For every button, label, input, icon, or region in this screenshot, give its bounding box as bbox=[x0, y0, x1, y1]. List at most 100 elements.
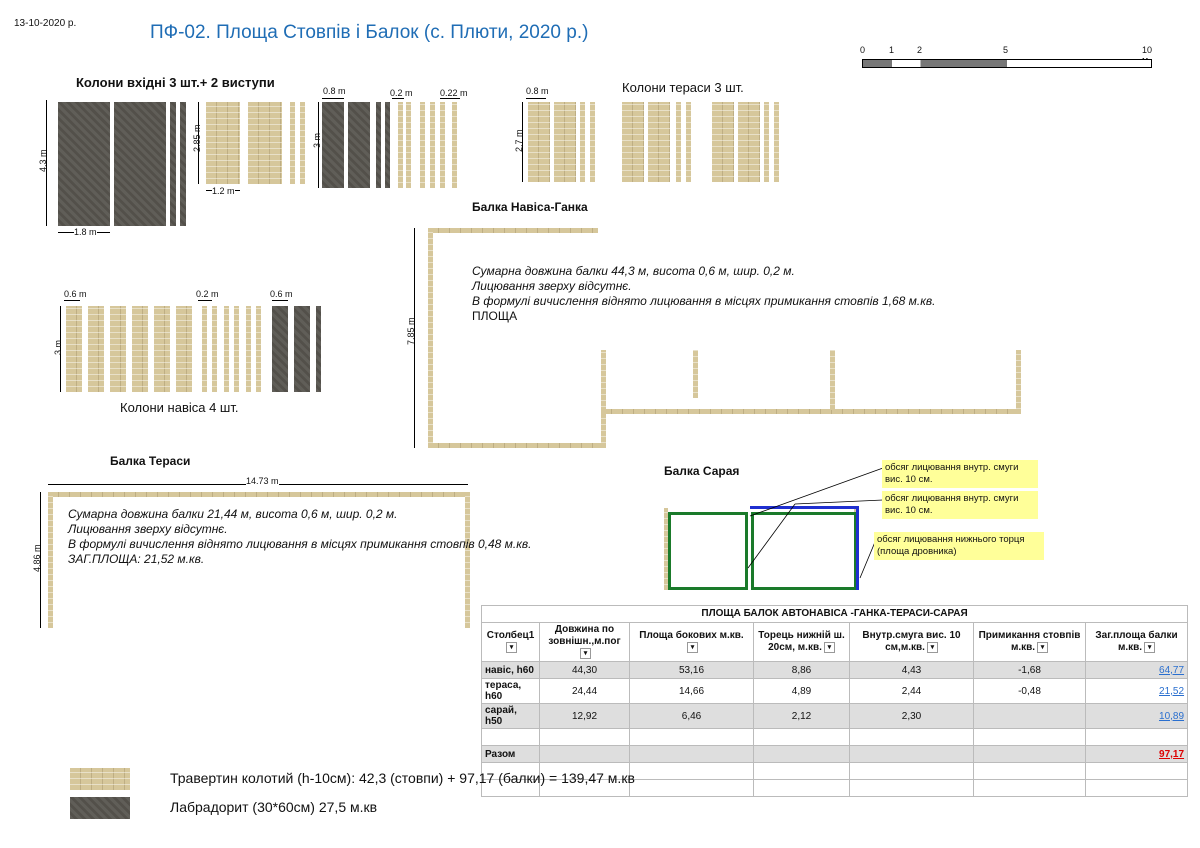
filter-dropdown-icon[interactable]: ▾ bbox=[926, 642, 938, 653]
table-cell[interactable]: 4,89 bbox=[753, 678, 850, 705]
table-cell[interactable]: 44,30 bbox=[539, 661, 630, 680]
travertine-column bbox=[246, 306, 251, 392]
callout-inner-strip-2: обсяг лицювання внутр. смуги вис. 10 см. bbox=[882, 491, 1038, 519]
table-cell[interactable] bbox=[753, 728, 850, 747]
dim-14.73: 14.73 m bbox=[246, 476, 279, 486]
table-cell[interactable] bbox=[539, 728, 630, 747]
col-header[interactable]: Площа бокових м.кв.▾ bbox=[629, 621, 754, 663]
table-cell[interactable]: 2,12 bbox=[753, 703, 850, 730]
labradorite-column bbox=[316, 306, 321, 392]
filter-dropdown-icon[interactable]: ▾ bbox=[823, 642, 835, 653]
travertine-column bbox=[528, 102, 550, 182]
table-cell[interactable] bbox=[539, 745, 630, 764]
table-cell[interactable] bbox=[753, 779, 850, 798]
table-cell[interactable]: 6,46 bbox=[629, 703, 754, 730]
table-cell[interactable] bbox=[973, 779, 1086, 798]
dim-3b: 3 m bbox=[53, 339, 63, 355]
table-cell[interactable] bbox=[629, 745, 754, 764]
travertine-column bbox=[110, 306, 126, 392]
terrace-beam-top bbox=[48, 492, 470, 497]
table-cell[interactable] bbox=[629, 728, 754, 747]
scale-tick-1: 1 bbox=[889, 45, 895, 55]
table-cell[interactable] bbox=[629, 779, 754, 798]
table-cell-link[interactable]: 10,89 bbox=[1084, 703, 1189, 730]
dim-4.3: 4.3 m bbox=[38, 149, 48, 172]
travertine-column bbox=[764, 102, 769, 182]
filter-dropdown-icon[interactable]: ▾ bbox=[687, 642, 698, 653]
table-cell[interactable] bbox=[973, 703, 1086, 730]
canopy-beam-title: Балка Навіса-Ганка bbox=[472, 200, 588, 214]
dim-7.85: 7.85 m bbox=[406, 317, 416, 345]
table-cell[interactable]: тераса, h60 bbox=[481, 678, 540, 705]
table-cell[interactable] bbox=[481, 728, 540, 747]
shed-inner-strip-right bbox=[751, 512, 857, 590]
table-row: сарай, h50 12,92 6,46 2,12 2,30 10,89 bbox=[481, 703, 1189, 730]
travertine-column bbox=[580, 102, 585, 182]
travertine-column bbox=[66, 306, 82, 392]
table-cell[interactable] bbox=[629, 762, 754, 781]
table-cell[interactable] bbox=[849, 762, 974, 781]
col-header[interactable]: Торець нижній ш. 20см, м.кв.▾ bbox=[753, 621, 850, 663]
labradorite-legend: Лабрадорит (30*60см) 27,5 м.кв bbox=[170, 799, 378, 815]
filter-dropdown-icon[interactable]: ▾ bbox=[1037, 642, 1049, 653]
travertine-column bbox=[224, 306, 229, 392]
table-cell[interactable] bbox=[753, 762, 850, 781]
travertine-column bbox=[406, 102, 411, 188]
terrace-beam-title: Балка Тераси bbox=[110, 454, 191, 468]
table-cell-link[interactable]: 21,52 bbox=[1084, 678, 1189, 705]
table-cell[interactable]: 2,44 bbox=[849, 678, 974, 705]
table-cell[interactable]: навіс, h60 bbox=[481, 661, 540, 680]
table-cell[interactable] bbox=[849, 728, 974, 747]
dim-0.6: 0.6 m bbox=[64, 289, 87, 299]
table-cell[interactable]: сарай, h50 bbox=[481, 703, 540, 730]
canopy-beam-stub bbox=[830, 350, 835, 410]
col-header-label: Столбец1 bbox=[486, 630, 535, 641]
scale-tick-2: 2 bbox=[917, 45, 923, 55]
dim-1.8: 1.8 m bbox=[74, 227, 97, 237]
dim-0.6b: 0.6 m bbox=[270, 289, 293, 299]
table-row-empty bbox=[481, 728, 1189, 747]
table-cell[interactable] bbox=[753, 745, 850, 764]
canopy-beam-inner bbox=[601, 350, 606, 448]
terrace-beam-right bbox=[465, 492, 470, 628]
table-cell[interactable] bbox=[849, 779, 974, 798]
table-cell[interactable] bbox=[849, 745, 974, 764]
col-header[interactable]: Столбец1▾ bbox=[481, 621, 540, 663]
table-cell[interactable] bbox=[973, 745, 1086, 764]
canopy-beam-right bbox=[1016, 350, 1021, 414]
callout-leaders bbox=[747, 467, 884, 579]
table-cell-link[interactable]: 64,77 bbox=[1084, 661, 1189, 680]
dim-0.2: 0.2 m bbox=[390, 88, 413, 98]
table-cell[interactable] bbox=[1084, 728, 1189, 747]
filter-dropdown-icon[interactable]: ▾ bbox=[506, 642, 517, 653]
travertine-column bbox=[256, 306, 261, 392]
filter-dropdown-icon[interactable]: ▾ bbox=[1144, 642, 1156, 653]
table-cell[interactable]: 4,43 bbox=[849, 661, 974, 680]
beam-area-table: ПЛОЩА БАЛОК АВТОНАВІСА -ГАНКА-ТЕРАСИ-САР… bbox=[480, 605, 1189, 798]
col-header-label: Заг.площа балки м.кв. bbox=[1095, 630, 1178, 654]
table-cell[interactable]: 53,16 bbox=[629, 661, 754, 680]
canopy-beam-bottom bbox=[428, 443, 606, 448]
col-header[interactable]: Заг.площа балки м.кв.▾ bbox=[1084, 621, 1189, 663]
table-cell[interactable]: -0,48 bbox=[973, 678, 1086, 705]
table-cell[interactable] bbox=[1084, 779, 1189, 798]
table-cell[interactable]: 8,86 bbox=[753, 661, 850, 680]
note-line: Сумарна довжина балки 21,44 м, висота 0,… bbox=[68, 507, 398, 521]
table-cell[interactable]: 2,30 bbox=[849, 703, 974, 730]
table-cell[interactable] bbox=[1084, 762, 1189, 781]
col-header[interactable]: Примикання стовпів м.кв.▾ bbox=[973, 621, 1086, 663]
col-header[interactable]: Довжина по зовнішн.,м.пог▾ bbox=[539, 621, 630, 663]
col-header[interactable]: Внутр.смуга вис. 10 см,м.кв.▾ bbox=[849, 621, 974, 663]
dim-4.86: 4.86 m bbox=[32, 544, 42, 572]
total-value[interactable]: 97,17 bbox=[1084, 745, 1189, 764]
table-cell[interactable]: 14,66 bbox=[629, 678, 754, 705]
total-label[interactable]: Разом bbox=[481, 745, 540, 764]
filter-dropdown-icon[interactable]: ▾ bbox=[580, 648, 591, 659]
table-cell[interactable]: 24,44 bbox=[539, 678, 630, 705]
table-cell[interactable]: -1,68 bbox=[973, 661, 1086, 680]
table-cell[interactable]: 12,92 bbox=[539, 703, 630, 730]
travertine-legend: Травертин колотий (h-10см): 42,3 (стовпи… bbox=[170, 770, 635, 786]
table-cell[interactable] bbox=[973, 762, 1086, 781]
date-stamp: 13-10-2020 р. bbox=[14, 18, 77, 29]
table-cell[interactable] bbox=[973, 728, 1086, 747]
